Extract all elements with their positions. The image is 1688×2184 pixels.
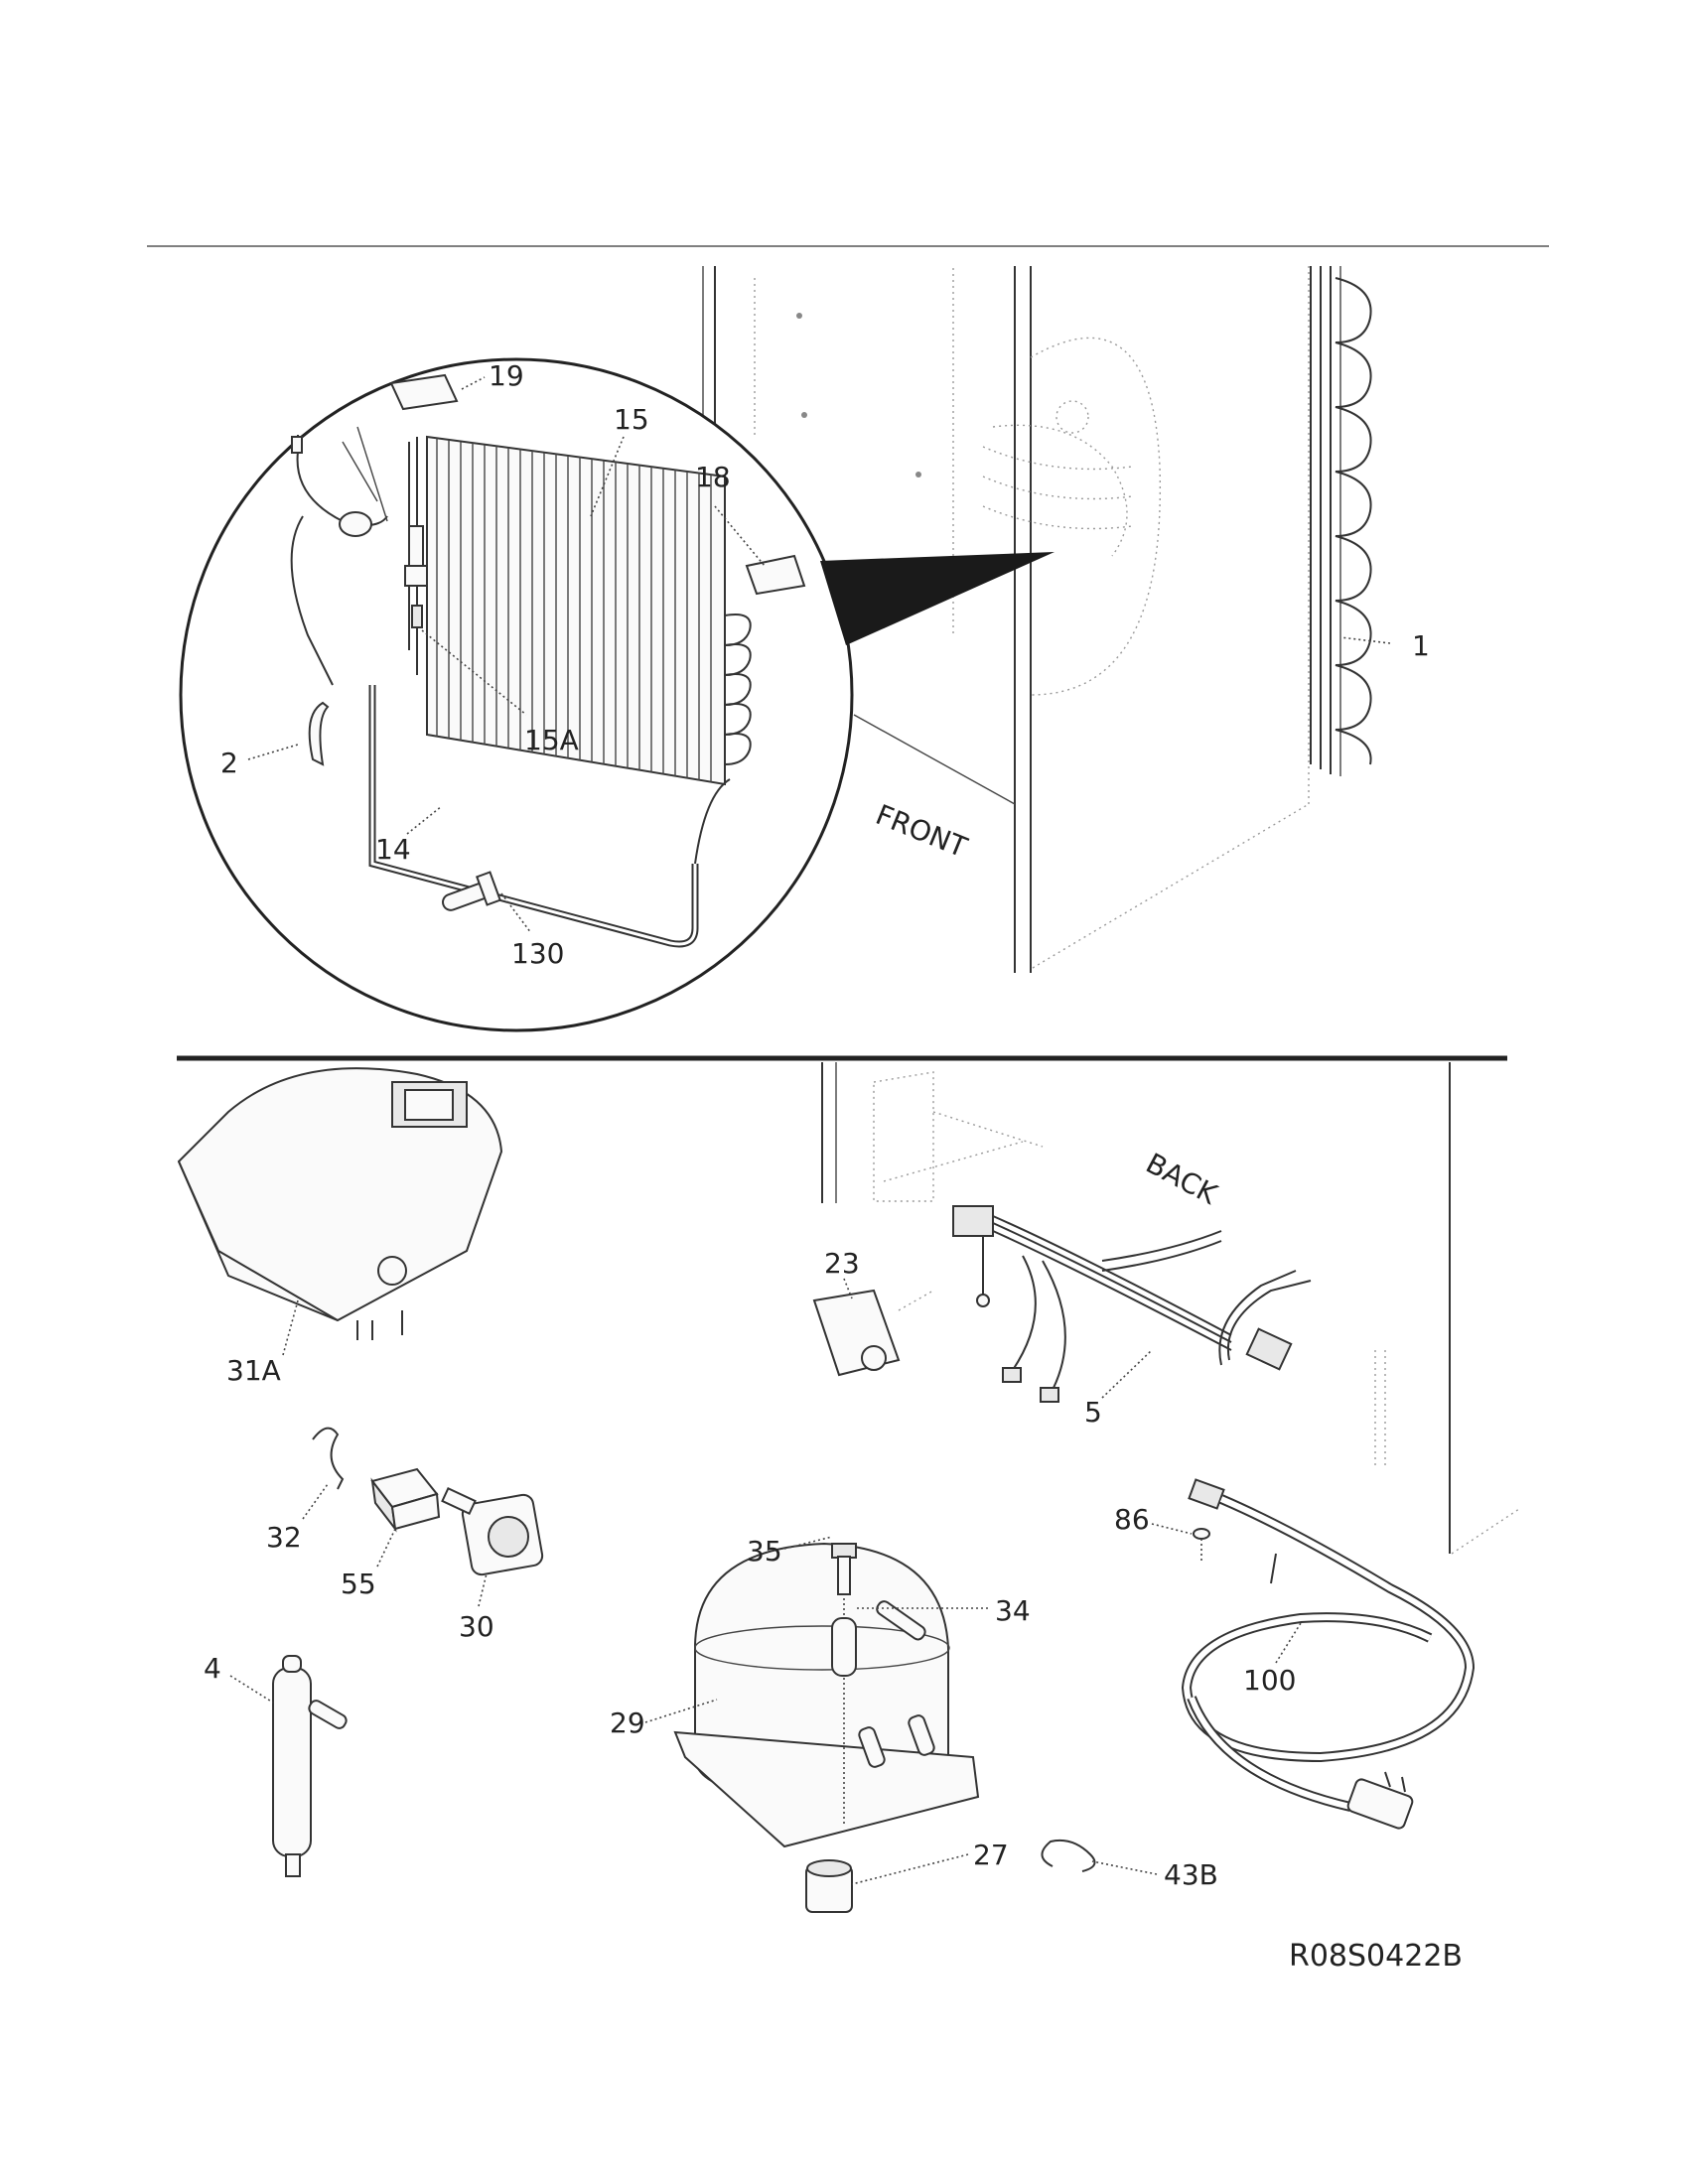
label-4: 4 [204,1652,221,1685]
label-55: 55 [341,1568,376,1600]
cabinet-back-outline [821,1062,1520,1555]
reference-code: R08S0422B [1289,1939,1463,1974]
leader-lines-top [247,376,1391,934]
defrost-heater-wiring [290,426,388,686]
power-cord-100 [1181,1478,1476,1830]
label-5: 5 [1084,1396,1102,1429]
pin-130 [442,871,501,911]
label-32: 32 [266,1521,302,1554]
label-86: 86 [1114,1503,1150,1536]
label-35: 35 [747,1535,782,1568]
compressor-29 [673,1542,980,1848]
cabinet-interior-outline [702,266,1310,973]
label-back: BACK [1141,1147,1223,1211]
label-130: 130 [511,937,564,970]
wiring-harness-5 [952,1205,1312,1403]
label-15A: 15A [524,724,579,756]
label-43B: 43B [1164,1858,1218,1891]
label-29: 29 [610,1706,645,1739]
label-1: 1 [1412,629,1430,662]
filter-drier-4 [272,1655,348,1877]
block-19 [389,373,459,411]
leader-lines-bottom [229,1278,1302,1885]
block-18 [745,554,806,596]
clamp-43B [1041,1839,1096,1872]
label-2: 2 [220,747,238,779]
foot-27 [805,1859,853,1913]
label-front: FRONT [871,798,972,865]
label-27: 27 [973,1839,1009,1871]
label-15: 15 [614,403,649,436]
magnifier-pointer [820,552,1055,645]
spring-32 [312,1427,345,1490]
label-100: 100 [1243,1664,1296,1697]
label-18: 18 [695,461,731,493]
bolt-35 [831,1543,857,1595]
switch-55 [370,1467,441,1533]
screw-86 [1193,1528,1210,1564]
ice-container-31A [177,1067,503,1340]
clip-2 [308,701,330,766]
motor-30 [441,1486,544,1576]
condenser-coil [1310,266,1372,776]
label-19: 19 [489,359,524,392]
label-31A: 31A [226,1354,281,1387]
label-23: 23 [824,1247,860,1280]
defrost-timer-23 [812,1289,934,1377]
label-14: 14 [375,833,411,866]
grommet-34 [831,1617,857,1677]
defrost-thermostat [404,525,428,628]
label-34: 34 [995,1594,1031,1627]
label-30: 30 [459,1610,494,1643]
